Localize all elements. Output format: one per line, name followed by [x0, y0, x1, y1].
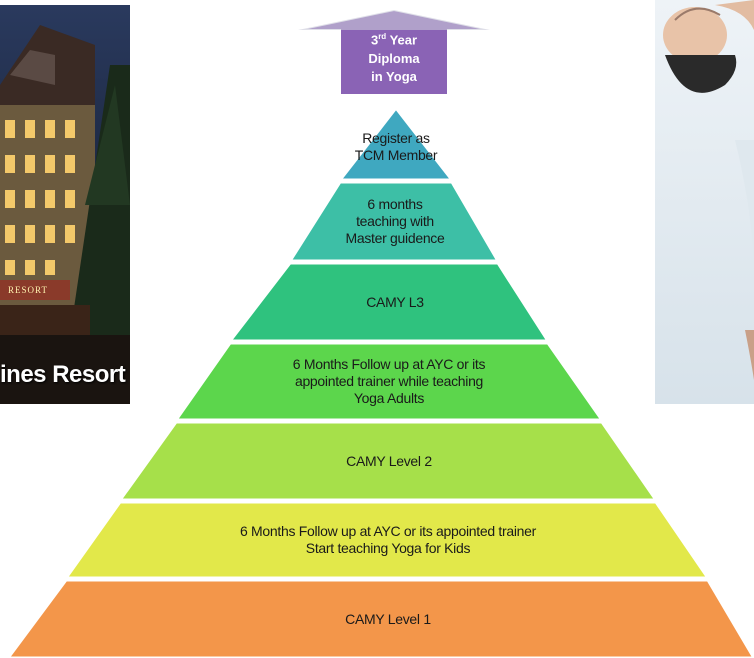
pyramid-level-6: [63, 500, 711, 580]
arrow-line-3: in Yoga: [371, 68, 417, 84]
arrow-head-shade: [298, 10, 490, 30]
pyramid-level-5: [117, 420, 659, 502]
level-label-register-tcm: Register as TCM Member: [330, 118, 462, 176]
resort-sign-text: RESORT: [8, 285, 48, 295]
level-label-line: Start teaching Yoga for Kids: [305, 540, 471, 556]
yoga-photo: [655, 0, 754, 404]
level-label-master-teaching: 6 months teaching with Master guidence: [300, 184, 490, 259]
level-label-line: Register as: [362, 130, 430, 146]
arrow-line-1: 3rd Year: [371, 28, 417, 49]
resort-building-image: [0, 5, 130, 404]
pyramid-level-1: [336, 105, 456, 182]
level-label-line: CAMY L3: [366, 293, 424, 310]
level-label-line: Yoga Adults: [353, 390, 425, 406]
level-label-follow-up-kids: 6 Months Follow up at AYC or its appoint…: [110, 504, 666, 576]
level-label-line: 6 months: [367, 196, 423, 212]
level-label-line: teaching with: [356, 213, 434, 229]
arrow-ordinal-number: 3: [370, 32, 379, 48]
diploma-arrow-label: 3rd Year Diploma in Yoga: [346, 22, 442, 92]
resort-caption: ines Resort: [0, 361, 126, 388]
level-label-follow-up-adults: 6 Months Follow up at AYC or its appoint…: [200, 345, 578, 418]
pyramid-level-2: [287, 180, 501, 263]
level-label-line: 6 Months Follow up at AYC or its appoint…: [239, 523, 536, 539]
level-label-line: 6 Months Follow up at AYC or its: [292, 356, 486, 372]
arrow-line-1-rest: Year: [386, 32, 418, 48]
level-label-line: CAMY Level 2: [346, 452, 432, 469]
pyramid-level-7: [6, 578, 754, 658]
pyramid-level-3: [226, 261, 551, 343]
pyramid-level-4: [173, 341, 605, 422]
resort-photo: RESORT ines Resort: [0, 5, 130, 404]
level-label-camy-l3: CAMY L3: [250, 265, 540, 339]
arrow-ordinal-suffix: rd: [378, 32, 387, 42]
level-label-line: TCM Member: [354, 147, 438, 163]
level-label-line: appointed trainer while teaching: [294, 373, 484, 389]
arrow-line-2: Diploma: [368, 50, 420, 66]
arrow-body: [346, 30, 442, 92]
level-label-camy-level-2: CAMY Level 2: [160, 424, 618, 498]
level-label-line: Master guidence: [345, 230, 445, 246]
yoga-pose-image: [655, 0, 754, 404]
level-label-line: CAMY Level 1: [345, 610, 431, 627]
level-label-camy-level-1: CAMY Level 1: [60, 582, 716, 656]
